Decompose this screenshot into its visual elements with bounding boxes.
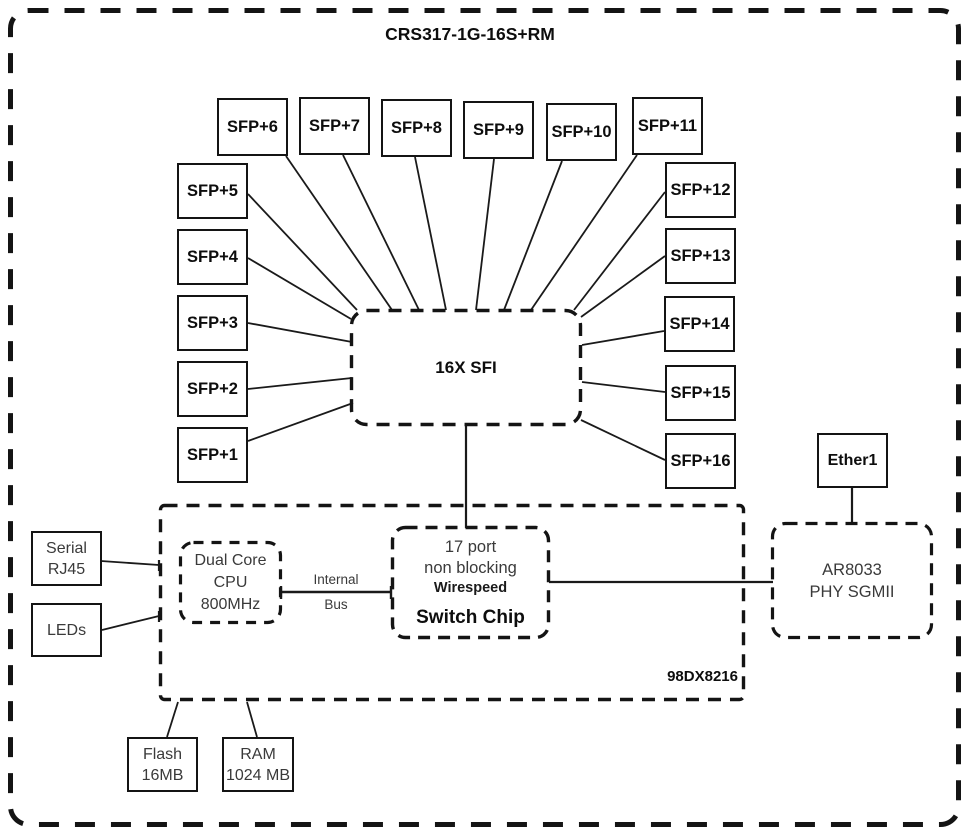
connector-sfp2-sfi [247, 377, 353, 390]
soc-dashed-box [158, 503, 746, 702]
internal-bus-line1: Internal [313, 572, 359, 587]
sfp3-box: SFP+3 [177, 295, 248, 351]
serial-line2: RJ45 [47, 560, 86, 578]
cpu-line1: Dual Core [194, 551, 267, 569]
sfp16-box: SFP+16 [665, 433, 736, 489]
cpu-box-label: Dual Core CPU 800MHz [180, 542, 281, 623]
sfp14-box: SFP+14 [664, 296, 735, 352]
phy-line2: PHY SGMII [809, 582, 895, 601]
serial-rj45-box: Serial RJ45 [31, 531, 102, 586]
sfi-hub-dashed-box [349, 308, 583, 427]
connector-sfp4-sfi [247, 257, 352, 320]
sfp7-box: SFP+7 [299, 97, 370, 155]
connector-sfp7-sfi [342, 154, 420, 311]
leds-box: LEDs [31, 603, 102, 657]
cpu-line2: CPU [213, 573, 248, 591]
connector-leds-soc [101, 615, 160, 631]
sfp6-box: SFP+6 [217, 98, 288, 156]
sfp13-box: SFP+13 [665, 228, 736, 284]
flash-line1: Flash [142, 745, 183, 763]
connector-sfp14-sfi [581, 330, 665, 346]
switch-chip-wirespeed: Wirespeed [433, 580, 508, 596]
internal-bus-label: Internal Bus [296, 570, 376, 615]
sfp2-box: SFP+2 [177, 361, 248, 417]
connector-sfp16-sfi [580, 419, 666, 461]
flash-line2: 16MB [141, 766, 184, 784]
connector-sfp11-sfi [530, 154, 638, 311]
connector-flash-soc [166, 701, 179, 738]
switch-chip-line2: non blocking [424, 559, 517, 577]
cpu-line3: 800MHz [200, 595, 261, 613]
diagram-title: CRS317-1G-16S+RM [385, 24, 555, 44]
sfp10-box: SFP+10 [546, 103, 617, 161]
connector-sfp8-sfi [414, 156, 447, 311]
connector-ram-soc [246, 701, 258, 738]
internal-bus-line2: Bus [324, 597, 348, 612]
cpu-dashed-box [178, 540, 283, 625]
sfi-hub-label: 16X SFI [435, 357, 497, 377]
sfp1-box: SFP+1 [177, 427, 248, 483]
connector-serial-soc [100, 560, 160, 566]
ram-box: RAM 1024 MB [222, 737, 294, 792]
connector-sfp15-sfi [581, 381, 666, 393]
connector-sfp13-sfi [580, 255, 666, 318]
phy-box-label: AR8033 PHY SGMII [772, 523, 932, 638]
phy-dashed-box [770, 521, 934, 640]
outer-dashed-border [8, 8, 961, 827]
sfp4-box: SFP+4 [177, 229, 248, 285]
connector-sfp6-sfi [285, 155, 393, 311]
connector-sfp5-sfi [247, 193, 358, 311]
switch-chip-line1: 17 port [444, 538, 497, 556]
ether1-box: Ether1 [817, 433, 888, 488]
connector-sfp9-sfi [475, 158, 495, 311]
flash-box: Flash 16MB [127, 737, 198, 792]
phy-line1: AR8033 [822, 560, 882, 579]
sfp5-box: SFP+5 [177, 163, 248, 219]
sfp11-box: SFP+11 [632, 97, 703, 155]
connector-sfp1-sfi [247, 402, 354, 442]
connector-sfp12-sfi [573, 191, 666, 311]
ram-line2: 1024 MB [225, 766, 291, 784]
sfp15-box: SFP+15 [665, 365, 736, 421]
serial-line1: Serial [46, 539, 87, 557]
soc-chip-id: 98DX8216 [667, 668, 738, 685]
switch-chip-dashed-box [390, 525, 551, 640]
sfp8-box: SFP+8 [381, 99, 452, 157]
switch-chip-name: Switch Chip [416, 607, 525, 628]
connector-sfp3-sfi [247, 322, 353, 343]
connector-sfp10-sfi [503, 160, 563, 311]
sfp12-box: SFP+12 [665, 162, 736, 218]
sfp9-box: SFP+9 [463, 101, 534, 159]
switch-chip-label: 17 port non blocking Wirespeed Switch Ch… [392, 527, 549, 638]
ram-line1: RAM [240, 745, 276, 763]
